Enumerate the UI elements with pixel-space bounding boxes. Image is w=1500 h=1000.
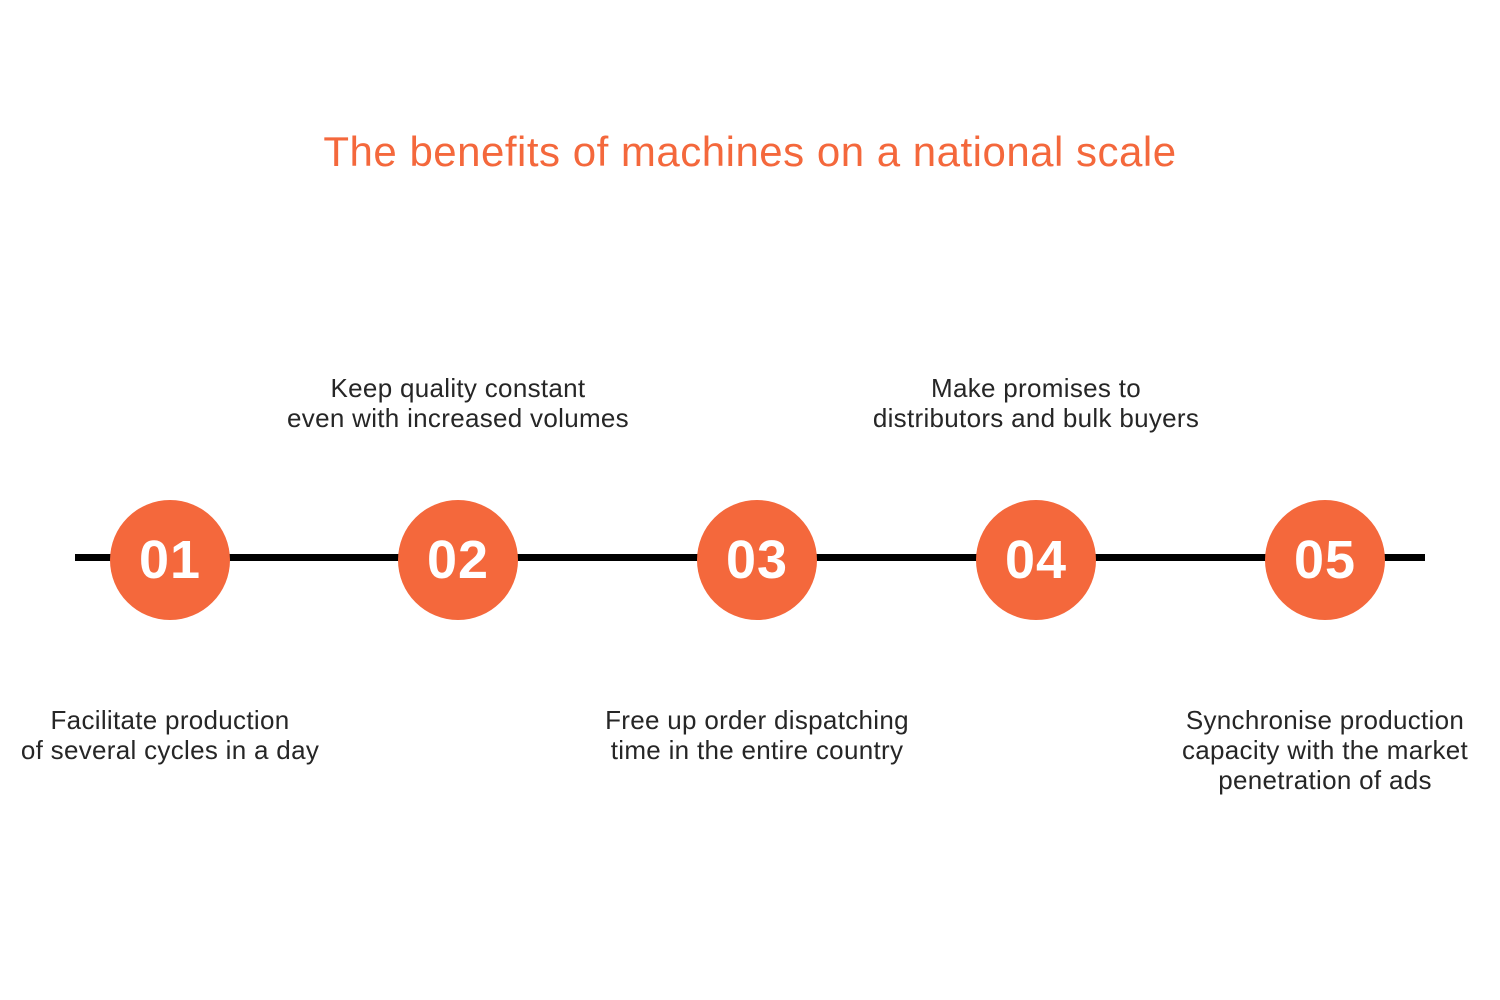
step-circle-05: 05	[1265, 500, 1385, 620]
page-title: The benefits of machines on a national s…	[323, 128, 1177, 175]
step-label-03: Free up order dispatching time in the en…	[605, 705, 909, 765]
step-circle-01: 01	[110, 500, 230, 620]
step-label-05: Synchronise production capacity with the…	[1181, 705, 1469, 795]
step-circle-03: 03	[697, 500, 817, 620]
step-label-04: Make promises to distributors and bulk b…	[872, 373, 1200, 433]
step-circle-02: 02	[398, 500, 518, 620]
step-label-01: Facilitate production of several cycles …	[20, 705, 320, 765]
step-circle-04: 04	[976, 500, 1096, 620]
step-label-02: Keep quality constant even with increase…	[287, 373, 629, 433]
